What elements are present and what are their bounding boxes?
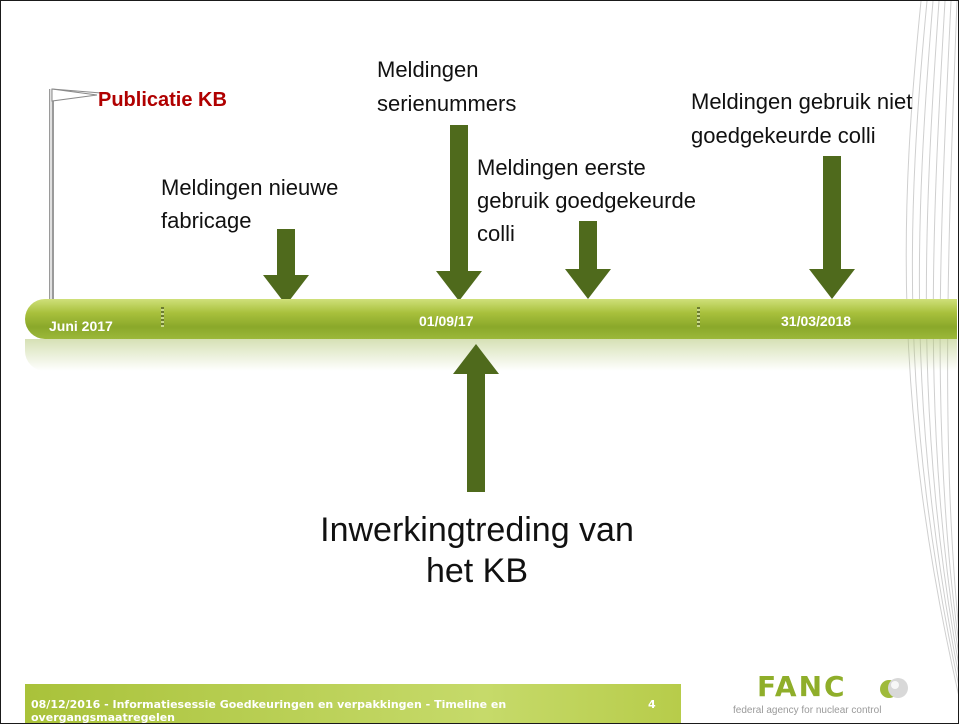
logo: FANC federal agency for nuclear control bbox=[719, 671, 951, 723]
publication-label: Publicatie KB bbox=[98, 89, 227, 111]
timeline-tick bbox=[161, 307, 164, 327]
logo-tagline: federal agency for nuclear control bbox=[733, 705, 882, 716]
timeline-middle-label: 01/09/17 bbox=[419, 313, 474, 329]
event-serial-numbers-line2: serienummers bbox=[377, 91, 517, 116]
flag-pole-icon bbox=[49, 88, 102, 305]
footer-bar bbox=[25, 684, 681, 723]
arrow-up-icon bbox=[453, 344, 499, 492]
timeline-end-label: 31/03/2018 bbox=[781, 313, 852, 329]
arrow-down-icon bbox=[809, 156, 855, 299]
event-first-approved-line1: Meldingen eerste bbox=[477, 155, 646, 180]
event-first-approved-line2: gebruik goedgekeurde bbox=[477, 188, 696, 213]
arrow-down-icon bbox=[436, 125, 482, 301]
event-first-approved-line3: colli bbox=[477, 221, 515, 246]
footer-text-line1: 08/12/2016 - Informatiesessie Goedkeurin… bbox=[31, 698, 507, 711]
event-non-approved-line1: Meldingen gebruik niet bbox=[691, 89, 913, 114]
event-non-approved-line2: goedgekeurde colli bbox=[691, 123, 876, 148]
timeline-bar bbox=[25, 299, 957, 339]
footer-text-line2: overgangsmaatregelen bbox=[31, 711, 176, 724]
timeline-tick bbox=[697, 307, 700, 327]
entry-into-force-line1: Inwerkingtreding van bbox=[320, 511, 634, 549]
timeline-start-label: Juni 2017 bbox=[49, 318, 113, 334]
arrow-down-icon bbox=[263, 229, 309, 305]
event-new-manufacture-line2: fabricage bbox=[161, 208, 252, 233]
arrow-down-icon bbox=[565, 221, 611, 299]
page-number: 4 bbox=[648, 698, 656, 711]
event-serial-numbers-line1: Meldingen bbox=[377, 57, 479, 82]
logo-sphere-icon bbox=[880, 678, 908, 698]
entry-into-force-line2: het KB bbox=[425, 552, 529, 590]
event-new-manufacture-line1: Meldingen nieuwe bbox=[161, 175, 339, 200]
logo-text: FANC bbox=[757, 670, 847, 703]
